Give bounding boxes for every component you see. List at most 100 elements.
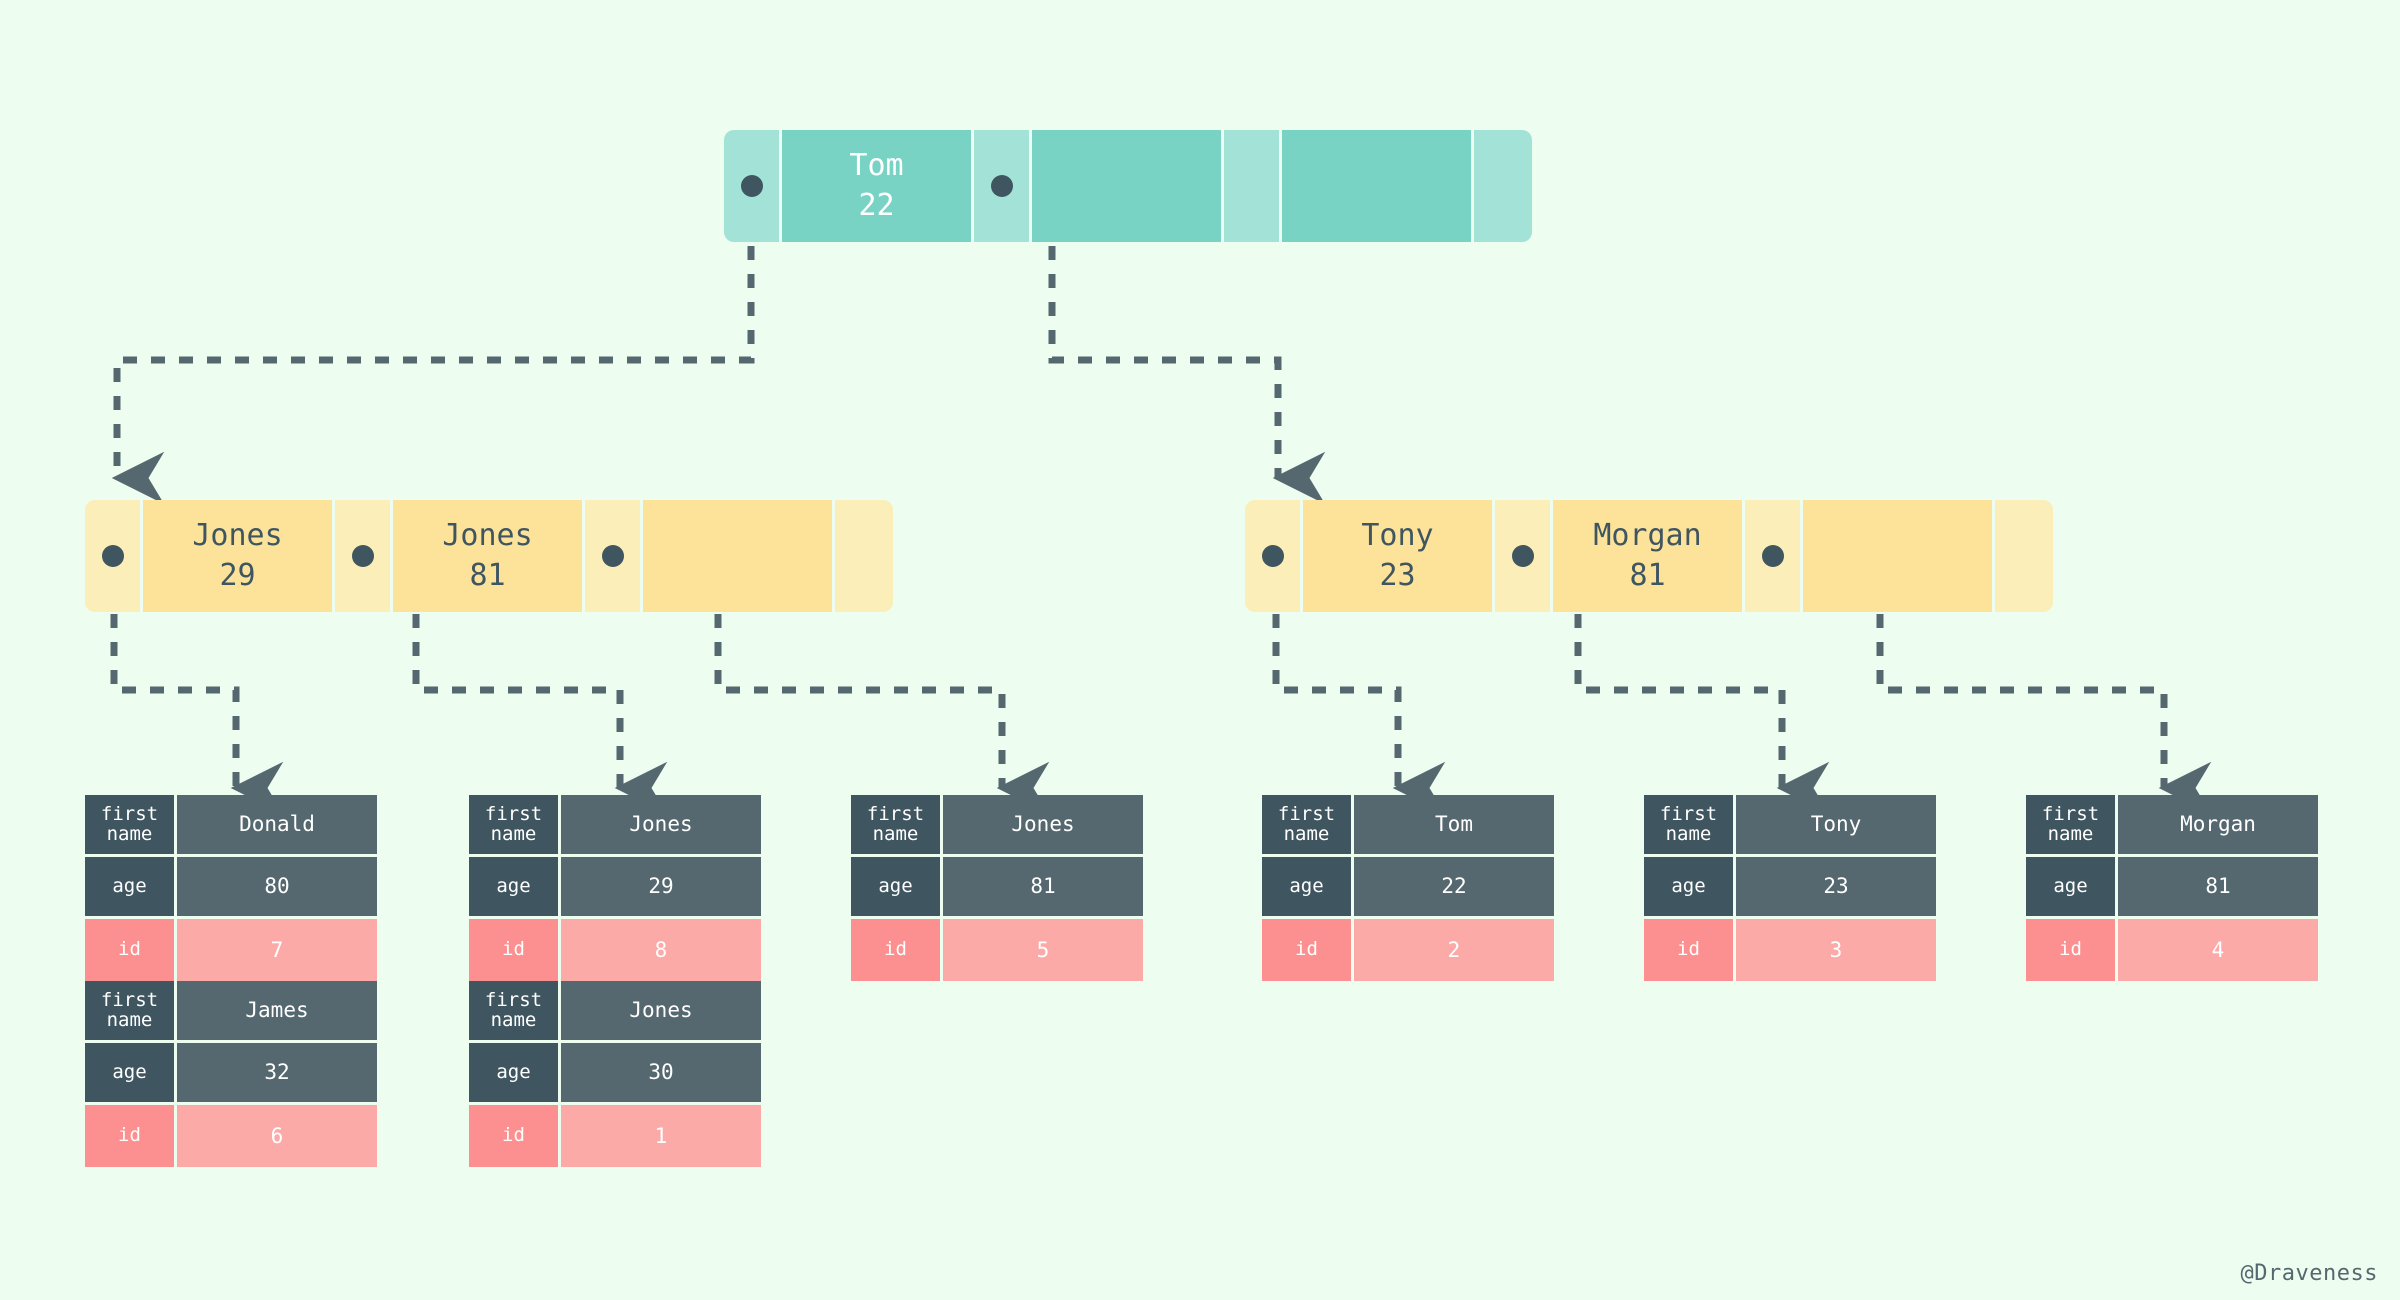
field-value-age: 23 — [1736, 857, 1936, 919]
internal-right-cell-key-0[interactable]: Tony 23 — [1303, 500, 1495, 612]
first-name-line-2: name — [106, 822, 153, 845]
first-name-line-2: name — [106, 1008, 153, 1031]
leaf-row[interactable]: age 81 — [2026, 857, 2318, 919]
field-value-id: 4 — [2118, 919, 2318, 981]
leaf-node-4[interactable]: first name Tom age 22 id 2 — [1262, 795, 1554, 981]
field-label-age: age — [1262, 857, 1354, 919]
field-label-id: id — [469, 1105, 561, 1167]
field-label-first-name: first name — [85, 981, 177, 1043]
leaf-row[interactable]: id 5 — [851, 919, 1143, 981]
leaf-node-2[interactable]: first name Jones age 29 id 8 first name … — [469, 795, 761, 1167]
leaf-row[interactable]: id 7 — [85, 919, 377, 981]
root-cell-key-0[interactable]: Tom 22 — [782, 130, 974, 242]
field-label-id: id — [1262, 919, 1354, 981]
field-label-first-name: first name — [1644, 795, 1736, 857]
pointer-dot-icon — [990, 175, 1013, 197]
internal-node-right[interactable]: Tony 23 Morgan 81 — [1245, 500, 2053, 612]
leaf-node-5[interactable]: first name Tony age 23 id 3 — [1644, 795, 1936, 981]
first-name-line-2: name — [2047, 822, 2094, 845]
leaf-row[interactable]: first name James — [85, 981, 377, 1043]
internal-left-cell-key-0[interactable]: Jones 29 — [143, 500, 335, 612]
root-cell-pointer-1[interactable] — [974, 130, 1032, 242]
first-name-line-1: first — [1277, 802, 1336, 825]
root-cell-pointer-0[interactable] — [724, 130, 782, 242]
root-cell-pointer-2[interactable] — [1224, 130, 1282, 242]
pointer-dot-icon — [740, 175, 763, 197]
internal-left-cell-pointer-0[interactable] — [85, 500, 143, 612]
field-label-first-name: first name — [851, 795, 943, 857]
internal-right-key-1-age: 81 — [1629, 558, 1666, 593]
field-value-first-name: Jones — [561, 795, 761, 857]
leaf-row[interactable]: age 32 — [85, 1043, 377, 1105]
internal-left-key-0-age: 29 — [219, 558, 256, 593]
first-name-line-1: first — [2041, 802, 2100, 825]
field-value-age: 81 — [2118, 857, 2318, 919]
leaf-row[interactable]: first name Jones — [469, 795, 761, 857]
field-value-id: 3 — [1736, 919, 1936, 981]
internal-right-cell-key-2-empty[interactable] — [1803, 500, 1995, 612]
internal-right-cell-pointer-1[interactable] — [1495, 500, 1553, 612]
leaf-row[interactable]: first name Tom — [1262, 795, 1554, 857]
root-node[interactable]: Tom 22 — [724, 130, 1532, 242]
leaf-row[interactable]: age 22 — [1262, 857, 1554, 919]
leaf-row[interactable]: first name Jones — [469, 981, 761, 1043]
leaf-row[interactable]: first name Jones — [851, 795, 1143, 857]
leaf-row[interactable]: id 3 — [1644, 919, 1936, 981]
field-label-id: id — [469, 919, 561, 981]
pointer-dot-icon — [1261, 545, 1284, 567]
field-label-id: id — [85, 919, 177, 981]
field-label-age: age — [1644, 857, 1736, 919]
internal-right-key-0-age: 23 — [1379, 558, 1416, 593]
field-label-age: age — [851, 857, 943, 919]
internal-left-cell-pointer-3[interactable] — [835, 500, 893, 612]
field-value-age: 32 — [177, 1043, 377, 1105]
internal-left-cell-key-1[interactable]: Jones 81 — [393, 500, 585, 612]
field-label-first-name: first name — [1262, 795, 1354, 857]
leaf-row[interactable]: id 2 — [1262, 919, 1554, 981]
internal-left-cell-pointer-1[interactable] — [335, 500, 393, 612]
first-name-line-1: first — [484, 802, 543, 825]
root-cell-key-2-empty[interactable] — [1282, 130, 1474, 242]
internal-node-left[interactable]: Jones 29 Jones 81 — [85, 500, 893, 612]
internal-right-key-0-name: Tony — [1361, 518, 1434, 554]
field-label-id: id — [2026, 919, 2118, 981]
internal-right-cell-key-1[interactable]: Morgan 81 — [1553, 500, 1745, 612]
leaf-row[interactable]: first name Morgan — [2026, 795, 2318, 857]
leaf-row[interactable]: age 81 — [851, 857, 1143, 919]
field-value-id: 6 — [177, 1105, 377, 1167]
leaf-row[interactable]: first name Tony — [1644, 795, 1936, 857]
edge-root-to-internal-left — [111, 190, 755, 505]
internal-left-cell-pointer-2[interactable] — [585, 500, 643, 612]
leaf-row[interactable]: id 1 — [469, 1105, 761, 1167]
field-value-age: 80 — [177, 857, 377, 919]
leaf-row[interactable]: id 8 — [469, 919, 761, 981]
internal-left-cell-key-2-empty[interactable] — [643, 500, 835, 612]
leaf-row[interactable]: age 23 — [1644, 857, 1936, 919]
leaf-row[interactable]: age 29 — [469, 857, 761, 919]
internal-right-cell-pointer-0[interactable] — [1245, 500, 1303, 612]
field-label-age: age — [2026, 857, 2118, 919]
root-cell-pointer-3[interactable] — [1474, 130, 1532, 242]
leaf-row[interactable]: age 80 — [85, 857, 377, 919]
field-value-first-name: Tom — [1354, 795, 1554, 857]
first-name-line-1: first — [100, 988, 159, 1011]
internal-right-cell-pointer-2[interactable] — [1745, 500, 1803, 612]
field-value-id: 7 — [177, 919, 377, 981]
field-label-age: age — [85, 857, 177, 919]
field-value-id: 1 — [561, 1105, 761, 1167]
leaf-row[interactable]: first name Donald — [85, 795, 377, 857]
leaf-row[interactable]: id 4 — [2026, 919, 2318, 981]
root-key-0-age: 22 — [858, 188, 895, 223]
leaf-node-3[interactable]: first name Jones age 81 id 5 — [851, 795, 1143, 981]
leaf-node-1[interactable]: first name Donald age 80 id 7 first name… — [85, 795, 377, 1167]
leaf-row[interactable]: age 30 — [469, 1043, 761, 1105]
field-value-id: 5 — [943, 919, 1143, 981]
leaf-row[interactable]: id 6 — [85, 1105, 377, 1167]
pointer-dot-icon — [101, 545, 124, 567]
pointer-dot-icon — [1511, 545, 1534, 567]
field-label-first-name: first name — [469, 981, 561, 1043]
leaf-node-6[interactable]: first name Morgan age 81 id 4 — [2026, 795, 2318, 981]
root-cell-key-1-empty[interactable] — [1032, 130, 1224, 242]
internal-right-cell-pointer-3[interactable] — [1995, 500, 2053, 612]
